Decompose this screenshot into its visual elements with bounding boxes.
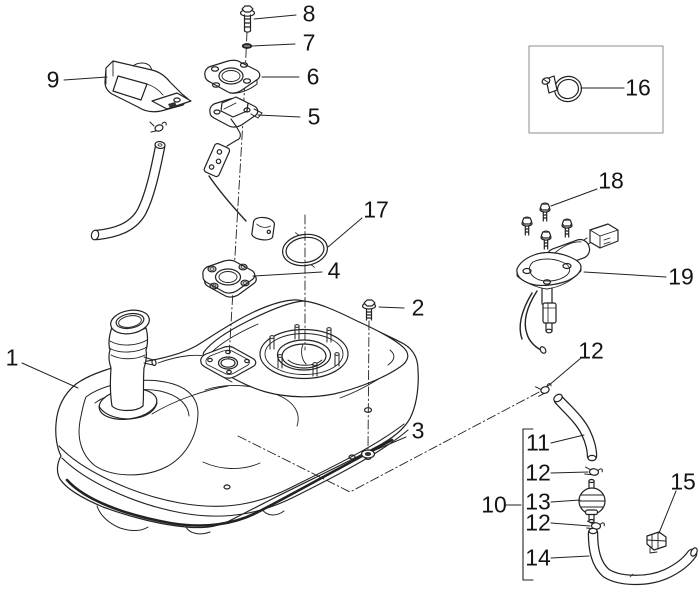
clamp-box bbox=[529, 46, 663, 133]
callout-part-6: 6 bbox=[306, 63, 320, 90]
leader-lines bbox=[22, 15, 676, 558]
flange-bolt bbox=[241, 6, 255, 32]
fuel-level-sender bbox=[203, 97, 275, 241]
filler-vent-hose bbox=[90, 141, 165, 241]
callout-part-9: 9 bbox=[46, 66, 60, 93]
callout-part-2: 2 bbox=[411, 294, 425, 321]
callout-part-1: 1 bbox=[5, 344, 19, 371]
callout-part-10: 10 bbox=[481, 491, 507, 518]
callout-part-7: 7 bbox=[302, 29, 316, 56]
hose-clip-top bbox=[536, 382, 554, 396]
callout-part-14: 14 bbox=[525, 544, 551, 571]
fuel-pump-assembly bbox=[517, 224, 618, 354]
callout-part-12-top: 12 bbox=[578, 337, 604, 364]
hose-clip-mid bbox=[585, 467, 603, 476]
filler-bracket bbox=[105, 61, 191, 112]
callout-part-16: 16 bbox=[625, 74, 651, 101]
sender-gasket bbox=[203, 260, 256, 297]
sender-cover-plate bbox=[205, 60, 260, 93]
tank-mount-bolt bbox=[363, 300, 376, 320]
sender-float bbox=[251, 216, 275, 241]
fuel-filter bbox=[579, 480, 605, 523]
callout-part-8: 8 bbox=[302, 0, 316, 27]
fuel-line-kit bbox=[523, 382, 699, 580]
hose-clamp bbox=[541, 74, 584, 105]
fuel-tank bbox=[56, 300, 419, 534]
filler-neck bbox=[97, 307, 159, 423]
callout-part-15: 15 bbox=[670, 468, 696, 495]
callout-part-12-bottom: 12 bbox=[525, 509, 551, 536]
fuel-hose-lower bbox=[589, 528, 699, 579]
callout-part-12-mid: 12 bbox=[525, 459, 551, 486]
hose-clip-small bbox=[150, 122, 166, 132]
fuel-hose-upper bbox=[552, 393, 596, 461]
callout-part-19: 19 bbox=[668, 263, 694, 290]
group-bracket bbox=[523, 429, 533, 580]
tank-sender-flange bbox=[201, 347, 256, 379]
callout-part-3: 3 bbox=[411, 417, 425, 444]
callout-part-18: 18 bbox=[598, 167, 624, 194]
callout-part-5: 5 bbox=[307, 103, 321, 130]
pump-screws bbox=[522, 203, 572, 249]
callout-part-11: 11 bbox=[526, 429, 550, 456]
o-ring bbox=[280, 229, 330, 272]
pump-ring-studs bbox=[270, 325, 339, 376]
pump-outlet bbox=[542, 288, 556, 333]
tank-pump-ring bbox=[260, 325, 348, 379]
washer bbox=[243, 44, 252, 49]
hose-retainer-clip bbox=[647, 532, 666, 553]
callout-part-13: 13 bbox=[525, 488, 551, 515]
tank-mount-grommet bbox=[362, 450, 375, 460]
callout-part-17: 17 bbox=[363, 196, 389, 223]
pump-connector bbox=[590, 224, 618, 248]
callout-part-4: 4 bbox=[327, 257, 341, 284]
